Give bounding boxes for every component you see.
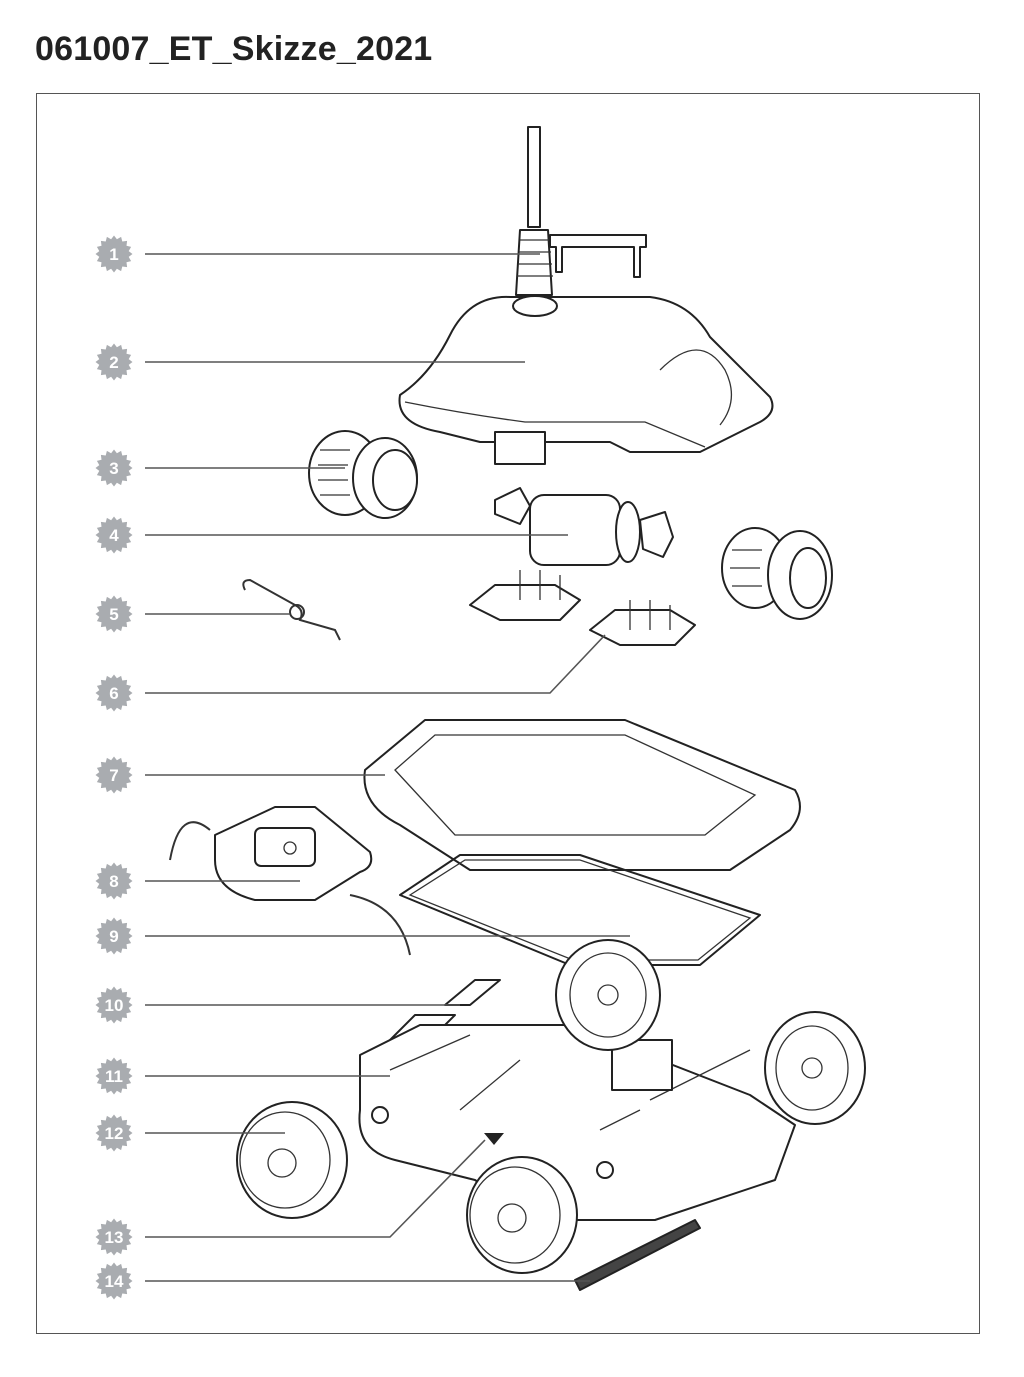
- callout-badge-7: 7: [95, 756, 133, 794]
- leader-lines: [145, 253, 630, 1282]
- callout-badge-11: 11: [95, 1057, 133, 1095]
- part-power-supply: [169, 806, 411, 956]
- document-title: 061007_ET_Skizze_2021: [35, 30, 433, 68]
- part-top-cover: [398, 295, 774, 465]
- callout-badge-13: 13: [95, 1218, 133, 1256]
- part-motor: [494, 487, 674, 566]
- starburst-icon: [95, 1057, 133, 1095]
- callout-badge-6: 6: [95, 674, 133, 712]
- callout-number: 5: [109, 605, 118, 624]
- callout-number: 1: [109, 245, 118, 264]
- callout-badge-2: 2: [95, 343, 133, 381]
- part-spring: [242, 578, 341, 641]
- diagram-frame: [36, 93, 980, 1334]
- callout-badge-4: 4: [95, 516, 133, 554]
- callout-number: 9: [109, 927, 118, 946]
- starburst-icon: [95, 235, 133, 273]
- starburst-icon: [95, 674, 133, 712]
- part-wheel-12: [236, 1101, 348, 1219]
- part-chassis: [358, 1024, 796, 1221]
- callout-number: 3: [109, 459, 118, 478]
- callout-number: 8: [109, 872, 118, 891]
- part-wheel-front: [466, 1156, 578, 1274]
- part-motor-mounts: [469, 570, 696, 646]
- starburst-icon: [95, 1114, 133, 1152]
- starburst-icon: [95, 1218, 133, 1256]
- part-brush-strip: [574, 1219, 701, 1291]
- part-frame: [363, 719, 801, 871]
- part-hose-connector: [515, 126, 647, 296]
- starburst-icon: [95, 1262, 133, 1300]
- callout-badge-12: 12: [95, 1114, 133, 1152]
- callout-number: 7: [109, 766, 118, 785]
- part-indicator: [484, 1133, 504, 1145]
- starburst-icon: [95, 516, 133, 554]
- callout-badge-10: 10: [95, 986, 133, 1024]
- callout-badge-1: 1: [95, 235, 133, 273]
- starburst-icon: [95, 917, 133, 955]
- callout-badge-3: 3: [95, 449, 133, 487]
- starburst-icon: [95, 595, 133, 633]
- callout-badge-8: 8: [95, 862, 133, 900]
- starburst-icon: [95, 862, 133, 900]
- starburst-icon: [95, 343, 133, 381]
- callout-number: 6: [109, 684, 118, 703]
- callout-badge-14: 14: [95, 1262, 133, 1300]
- part-wheel-rear-top: [555, 939, 661, 1051]
- callout-badge-9: 9: [95, 917, 133, 955]
- callout-badge-5: 5: [95, 595, 133, 633]
- leader-line-6: [145, 634, 606, 694]
- callout-number: 10: [105, 996, 124, 1015]
- starburst-icon: [95, 986, 133, 1024]
- callout-number: 2: [109, 353, 118, 372]
- callout-number: 14: [105, 1272, 124, 1291]
- starburst-icon: [95, 756, 133, 794]
- part-roller-right: [721, 527, 833, 620]
- callout-number: 11: [105, 1067, 123, 1086]
- parts-drawing: [169, 126, 866, 1291]
- callout-number: 12: [105, 1124, 124, 1143]
- part-wheel-right: [764, 1011, 866, 1125]
- leader-line-13: [145, 1139, 486, 1238]
- starburst-icon: [95, 449, 133, 487]
- callout-number: 4: [109, 526, 119, 545]
- callout-number: 13: [105, 1228, 124, 1247]
- part-roller-left: [308, 430, 418, 519]
